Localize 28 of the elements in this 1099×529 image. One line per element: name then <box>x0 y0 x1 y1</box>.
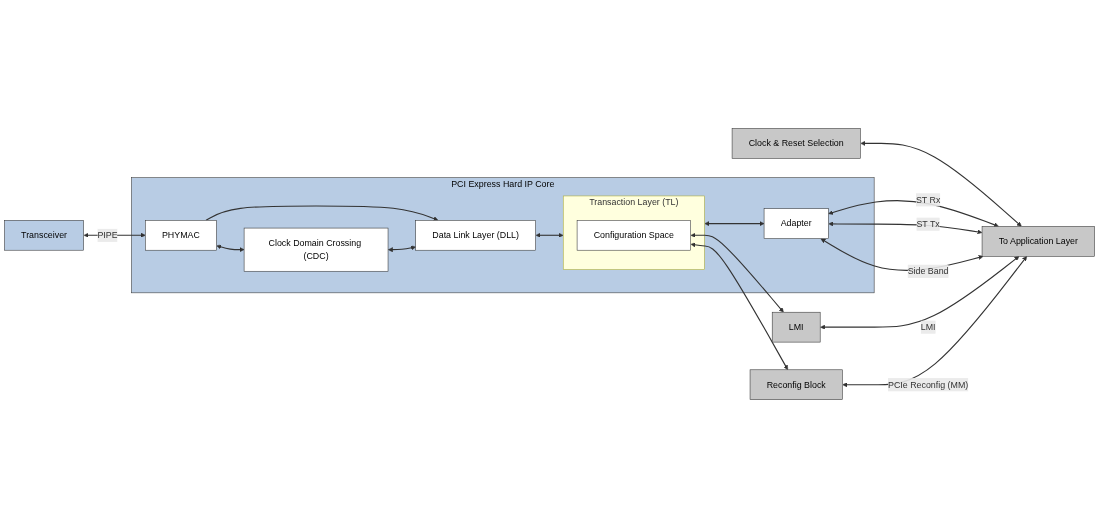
edge-label: ST Rx <box>915 195 941 205</box>
node-box: PHYMAC <box>145 220 217 251</box>
node-box: Clock & Reset Selection <box>731 128 861 160</box>
node-box: Adapter <box>763 208 829 240</box>
edge-label: Side Band <box>907 266 949 277</box>
edge-label: LMI <box>920 322 936 333</box>
arrow <box>690 242 788 371</box>
arrow <box>828 221 983 235</box>
node-box: Transceiver <box>4 220 84 251</box>
node-box: LMI <box>771 312 821 343</box>
edge-label: PCIe Reconfig (MM) <box>887 380 969 390</box>
edge-label: ST Tx <box>916 219 940 230</box>
arrow <box>860 141 1022 228</box>
arrow <box>205 205 439 222</box>
arrow <box>216 245 245 253</box>
edge-label: PIPE <box>97 230 118 241</box>
arrow <box>535 233 564 239</box>
node-box: Configuration Space <box>576 220 691 251</box>
node-box: Reconfig Block <box>749 369 843 401</box>
arrow <box>704 221 765 227</box>
arrow <box>690 233 784 313</box>
node-box: To Application Layer <box>981 226 1095 257</box>
node-box: Data Link Layer (DLL) <box>415 220 536 251</box>
arrow <box>820 256 1020 331</box>
node-box: Clock Domain Crossing (CDC) <box>243 228 389 272</box>
arrow <box>83 233 146 239</box>
arrow <box>842 256 1028 388</box>
arrow <box>388 245 416 253</box>
